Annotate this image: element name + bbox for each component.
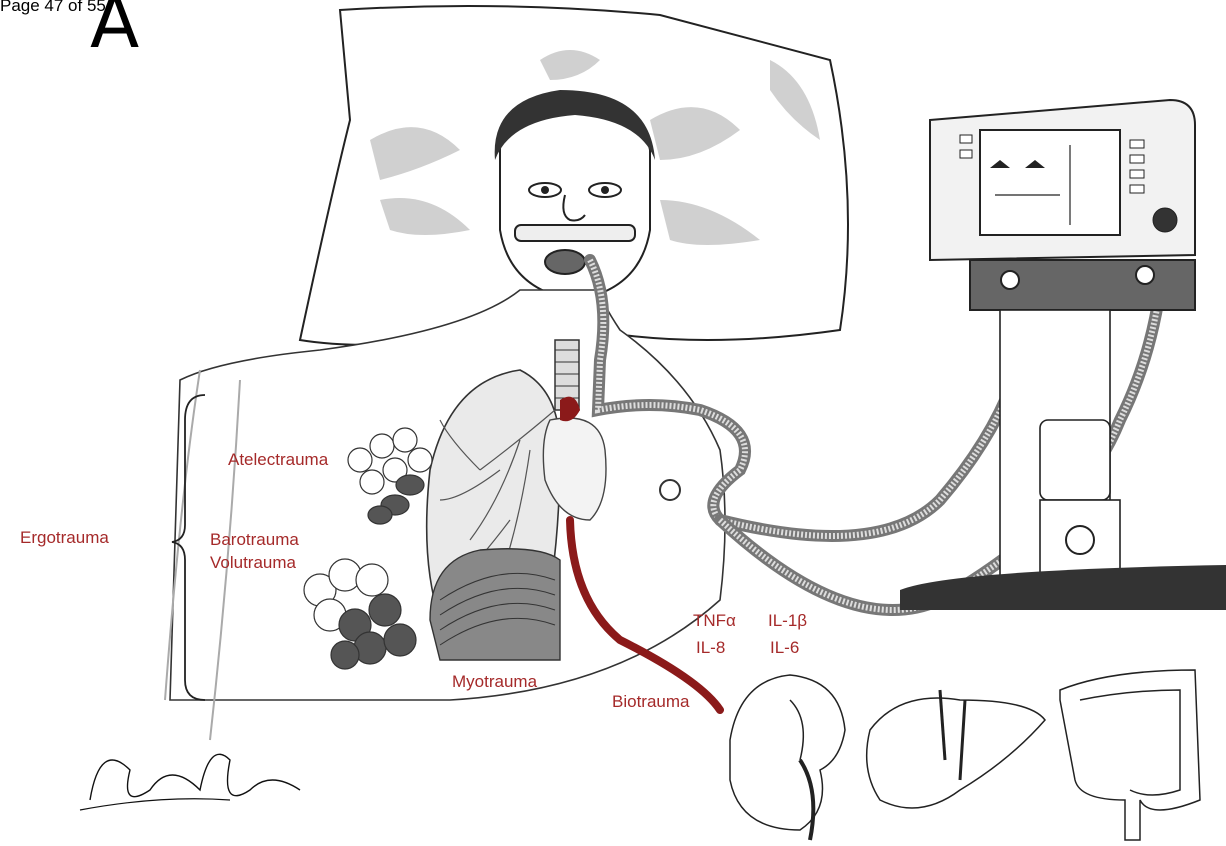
label-il6: IL-6 — [770, 638, 799, 658]
liver — [867, 690, 1045, 808]
kidney — [730, 675, 845, 840]
patient-head — [495, 90, 655, 300]
label-il8: IL-8 — [696, 638, 725, 658]
label-volutrauma: Volutrauma — [210, 553, 296, 573]
label-il1b: IL-1β — [768, 611, 807, 631]
ventilator — [900, 100, 1226, 610]
label-atelectrauma: Atelectrauma — [228, 450, 328, 470]
panel-letter: A — [90, 0, 139, 58]
signature — [90, 754, 300, 800]
label-biotrauma: Biotrauma — [612, 692, 689, 712]
label-ergotrauma: Ergotrauma — [20, 528, 109, 548]
diaphragm — [430, 549, 560, 660]
label-barotrauma: Barotrauma — [210, 530, 299, 550]
label-myotrauma: Myotrauma — [452, 672, 537, 692]
colon — [1060, 670, 1200, 840]
label-tnf: TNFα — [693, 611, 736, 631]
